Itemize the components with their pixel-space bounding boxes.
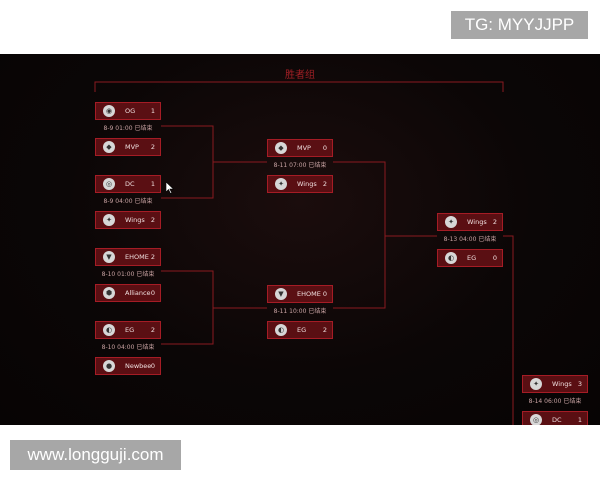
team-row[interactable]: ▼ EHOME 0 xyxy=(267,285,333,303)
team-name: OG xyxy=(125,107,136,115)
newbee-logo-icon: ● xyxy=(103,360,115,372)
mvp-logo-icon: ◆ xyxy=(275,142,287,154)
eg-logo-icon: ◐ xyxy=(103,324,115,336)
team-name: EHOME xyxy=(125,253,149,261)
team-row[interactable]: ● Newbee 0 xyxy=(95,357,161,375)
watermark-tg: TG: MYYJJPP xyxy=(451,11,588,39)
team-row[interactable]: ◉ OG 1 xyxy=(95,102,161,120)
team-row[interactable]: ✦ Wings 3 xyxy=(522,375,588,393)
match-time-status: 8-14 06:00 已结束 xyxy=(528,398,582,405)
match-time-status: 8-10 01:00 已结束 xyxy=(101,271,155,278)
wings-logo-icon: ✦ xyxy=(530,378,542,390)
mvp-logo-icon: ◆ xyxy=(103,141,115,153)
match-card[interactable]: ◎ DC 1 8-9 04:00 已结束 ✦ Wings 2 xyxy=(95,175,161,241)
team-score: 0 xyxy=(150,362,155,370)
team-row[interactable]: ✦ Wings 2 xyxy=(437,213,503,231)
mouse-cursor-icon xyxy=(166,182,174,194)
match-card[interactable]: ◐ EG 2 8-10 04:00 已结束 ● Newbee 0 xyxy=(95,321,161,387)
dc-logo-icon: ◎ xyxy=(103,178,115,190)
wings-logo-icon: ✦ xyxy=(445,216,457,228)
alliance-logo-icon: ⬢ xyxy=(103,287,115,299)
team-score: 3 xyxy=(577,380,582,388)
match-card[interactable]: ◆ MVP 0 8-11 07:00 已结束 ✦ Wings 2 xyxy=(267,139,333,205)
og-logo-icon: ◉ xyxy=(103,105,115,117)
team-name: EG xyxy=(467,254,477,262)
team-name: Alliance xyxy=(125,289,151,297)
team-score: 0 xyxy=(322,144,327,152)
connector-m7-m8 xyxy=(503,235,514,425)
team-row[interactable]: ◆ MVP 2 xyxy=(95,138,161,156)
connector-m5-m6 xyxy=(333,161,386,309)
team-score: 2 xyxy=(492,218,497,226)
team-score: 0 xyxy=(492,254,497,262)
team-row[interactable]: ◐ EG 2 xyxy=(267,321,333,339)
team-row[interactable]: ✦ Wings 2 xyxy=(267,175,333,193)
bracket-lines xyxy=(94,81,514,425)
eg-logo-icon: ◐ xyxy=(275,324,287,336)
team-row[interactable]: ◎ DC 1 xyxy=(95,175,161,193)
team-name: MVP xyxy=(297,144,311,152)
team-score: 2 xyxy=(150,326,155,334)
team-score: 0 xyxy=(322,290,327,298)
team-score: 0 xyxy=(150,289,155,297)
team-score: 1 xyxy=(150,180,155,188)
wings-logo-icon: ✦ xyxy=(103,214,115,226)
team-name: Wings xyxy=(467,218,487,226)
team-name: EG xyxy=(297,326,307,334)
team-name: Newbee xyxy=(125,362,152,370)
team-row[interactable]: ◐ EG 0 xyxy=(437,249,503,267)
match-time-status: 8-13 04:00 已结束 xyxy=(443,236,497,243)
match-time-status: 8-9 04:00 已结束 xyxy=(103,198,153,205)
team-row[interactable]: ⬢ Alliance 0 xyxy=(95,284,161,302)
match-card[interactable]: ✦ Wings 3 8-14 06:00 已结束 ◎ DC 1 xyxy=(522,375,588,425)
wings-logo-icon: ✦ xyxy=(275,178,287,190)
dc-logo-icon: ◎ xyxy=(530,414,542,425)
team-score: 2 xyxy=(322,180,327,188)
team-name: DC xyxy=(125,180,135,188)
team-row[interactable]: ▼ EHOME 2 xyxy=(95,248,161,266)
group-frame-line xyxy=(94,81,504,92)
team-name: DC xyxy=(552,416,562,424)
team-score: 1 xyxy=(577,416,582,424)
team-score: 2 xyxy=(150,253,155,261)
team-row[interactable]: ◐ EG 2 xyxy=(95,321,161,339)
bracket-stage: 胜者组 ◉ OG 1 8-9 01:00 已结束 ◆ MVP 2 ◎ DC 1 … xyxy=(0,54,600,425)
team-name: MVP xyxy=(125,143,139,151)
team-name: EHOME xyxy=(297,290,321,298)
team-name: Wings xyxy=(552,380,572,388)
match-time-status: 8-9 01:00 已结束 xyxy=(103,125,153,132)
match-card[interactable]: ▼ EHOME 2 8-10 01:00 已结束 ⬢ Alliance 0 xyxy=(95,248,161,314)
ehome-logo-icon: ▼ xyxy=(275,288,287,300)
team-score: 2 xyxy=(150,216,155,224)
team-name: EG xyxy=(125,326,135,334)
team-score: 2 xyxy=(150,143,155,151)
connector-m3-m4 xyxy=(161,270,214,345)
ehome-logo-icon: ▼ xyxy=(103,251,115,263)
team-score: 2 xyxy=(322,326,327,334)
match-card[interactable]: ◉ OG 1 8-9 01:00 已结束 ◆ MVP 2 xyxy=(95,102,161,168)
eg-logo-icon: ◐ xyxy=(445,252,457,264)
match-card[interactable]: ▼ EHOME 0 8-11 10:00 已结束 ◐ EG 2 xyxy=(267,285,333,351)
team-name: Wings xyxy=(125,216,145,224)
match-time-status: 8-11 07:00 已结束 xyxy=(273,162,327,169)
team-name: Wings xyxy=(297,180,317,188)
team-row[interactable]: ◆ MVP 0 xyxy=(267,139,333,157)
team-score: 1 xyxy=(150,107,155,115)
winners-group-title: 胜者组 xyxy=(285,70,315,81)
team-row[interactable]: ✦ Wings 2 xyxy=(95,211,161,229)
match-card[interactable]: ✦ Wings 2 8-13 04:00 已结束 ◐ EG 0 xyxy=(437,213,503,279)
match-time-status: 8-10 04:00 已结束 xyxy=(101,344,155,351)
team-row[interactable]: ◎ DC 1 xyxy=(522,411,588,425)
watermark-site: www.longguji.com xyxy=(10,440,181,470)
match-time-status: 8-11 10:00 已结束 xyxy=(273,308,327,315)
